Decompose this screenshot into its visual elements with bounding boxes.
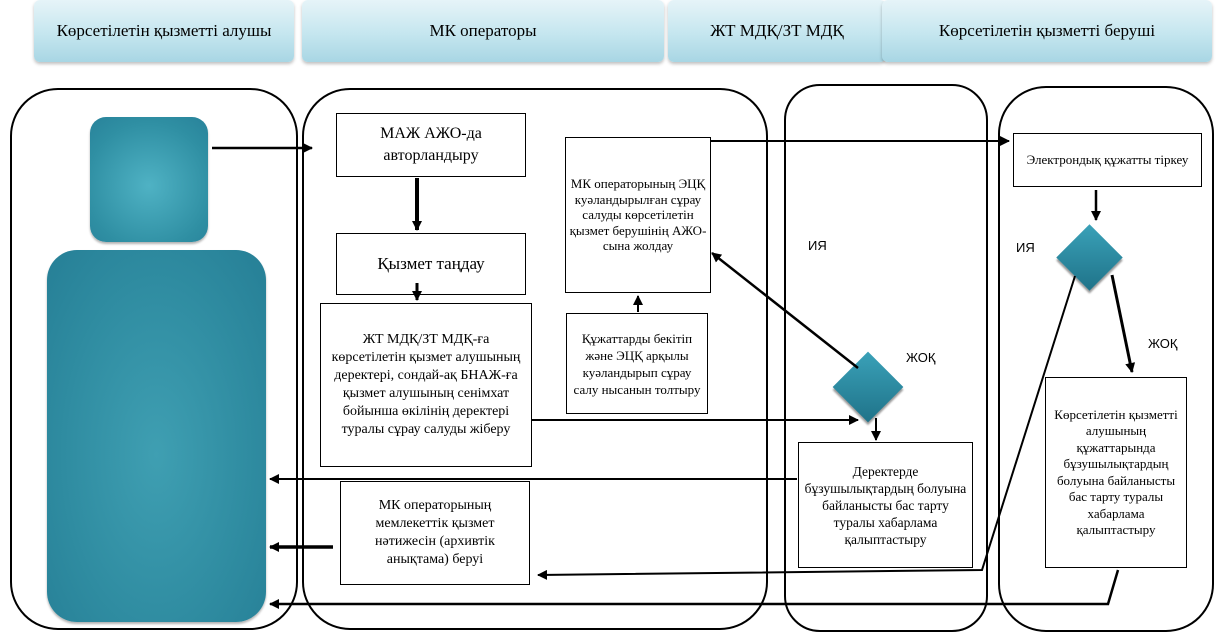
box-send-ecp: МК операторының ЭЦҚ куәландырылған сұрау… [565,137,711,293]
box-register-document: Электрондық құжатты тіркеу [1013,133,1202,187]
header-recipient: Көрсетілетін қызметті алушы [34,0,294,62]
actor-head [90,117,208,242]
box-send-request: ЖТ МДҚ/ЗТ МДҚ-ға көрсетілетін қызмет алу… [320,303,532,467]
actor-body [47,250,266,622]
box-refusal-docs: Көрсетілетін қызметті алушының құжаттары… [1045,377,1187,568]
box-authorization: МАЖ АЖО-да авторландыру [336,113,526,177]
box-choose-service: Қызмет таңдау [336,233,526,295]
label-no-provider: ЖОҚ [1148,336,1178,351]
label-yes-provider: ИЯ [1016,240,1035,255]
label-yes-jt: ИЯ [808,238,827,253]
header-jt-mdk: ЖТ МДҚ/ЗТ МДҚ [668,0,886,62]
box-refusal-data: Деректерде бұзушылықтардың болуына байла… [798,442,973,568]
box-fill-form: Құжаттарды бекітіп және ЭЦҚ арқылы куәла… [566,313,708,414]
header-operator: МК операторы [302,0,664,62]
header-provider: Көрсетілетін қызметті беруші [882,0,1212,62]
label-no-jt: ЖОҚ [906,350,936,365]
box-result: МК операторының мемлекеттік қызмет нәтиж… [340,481,530,585]
